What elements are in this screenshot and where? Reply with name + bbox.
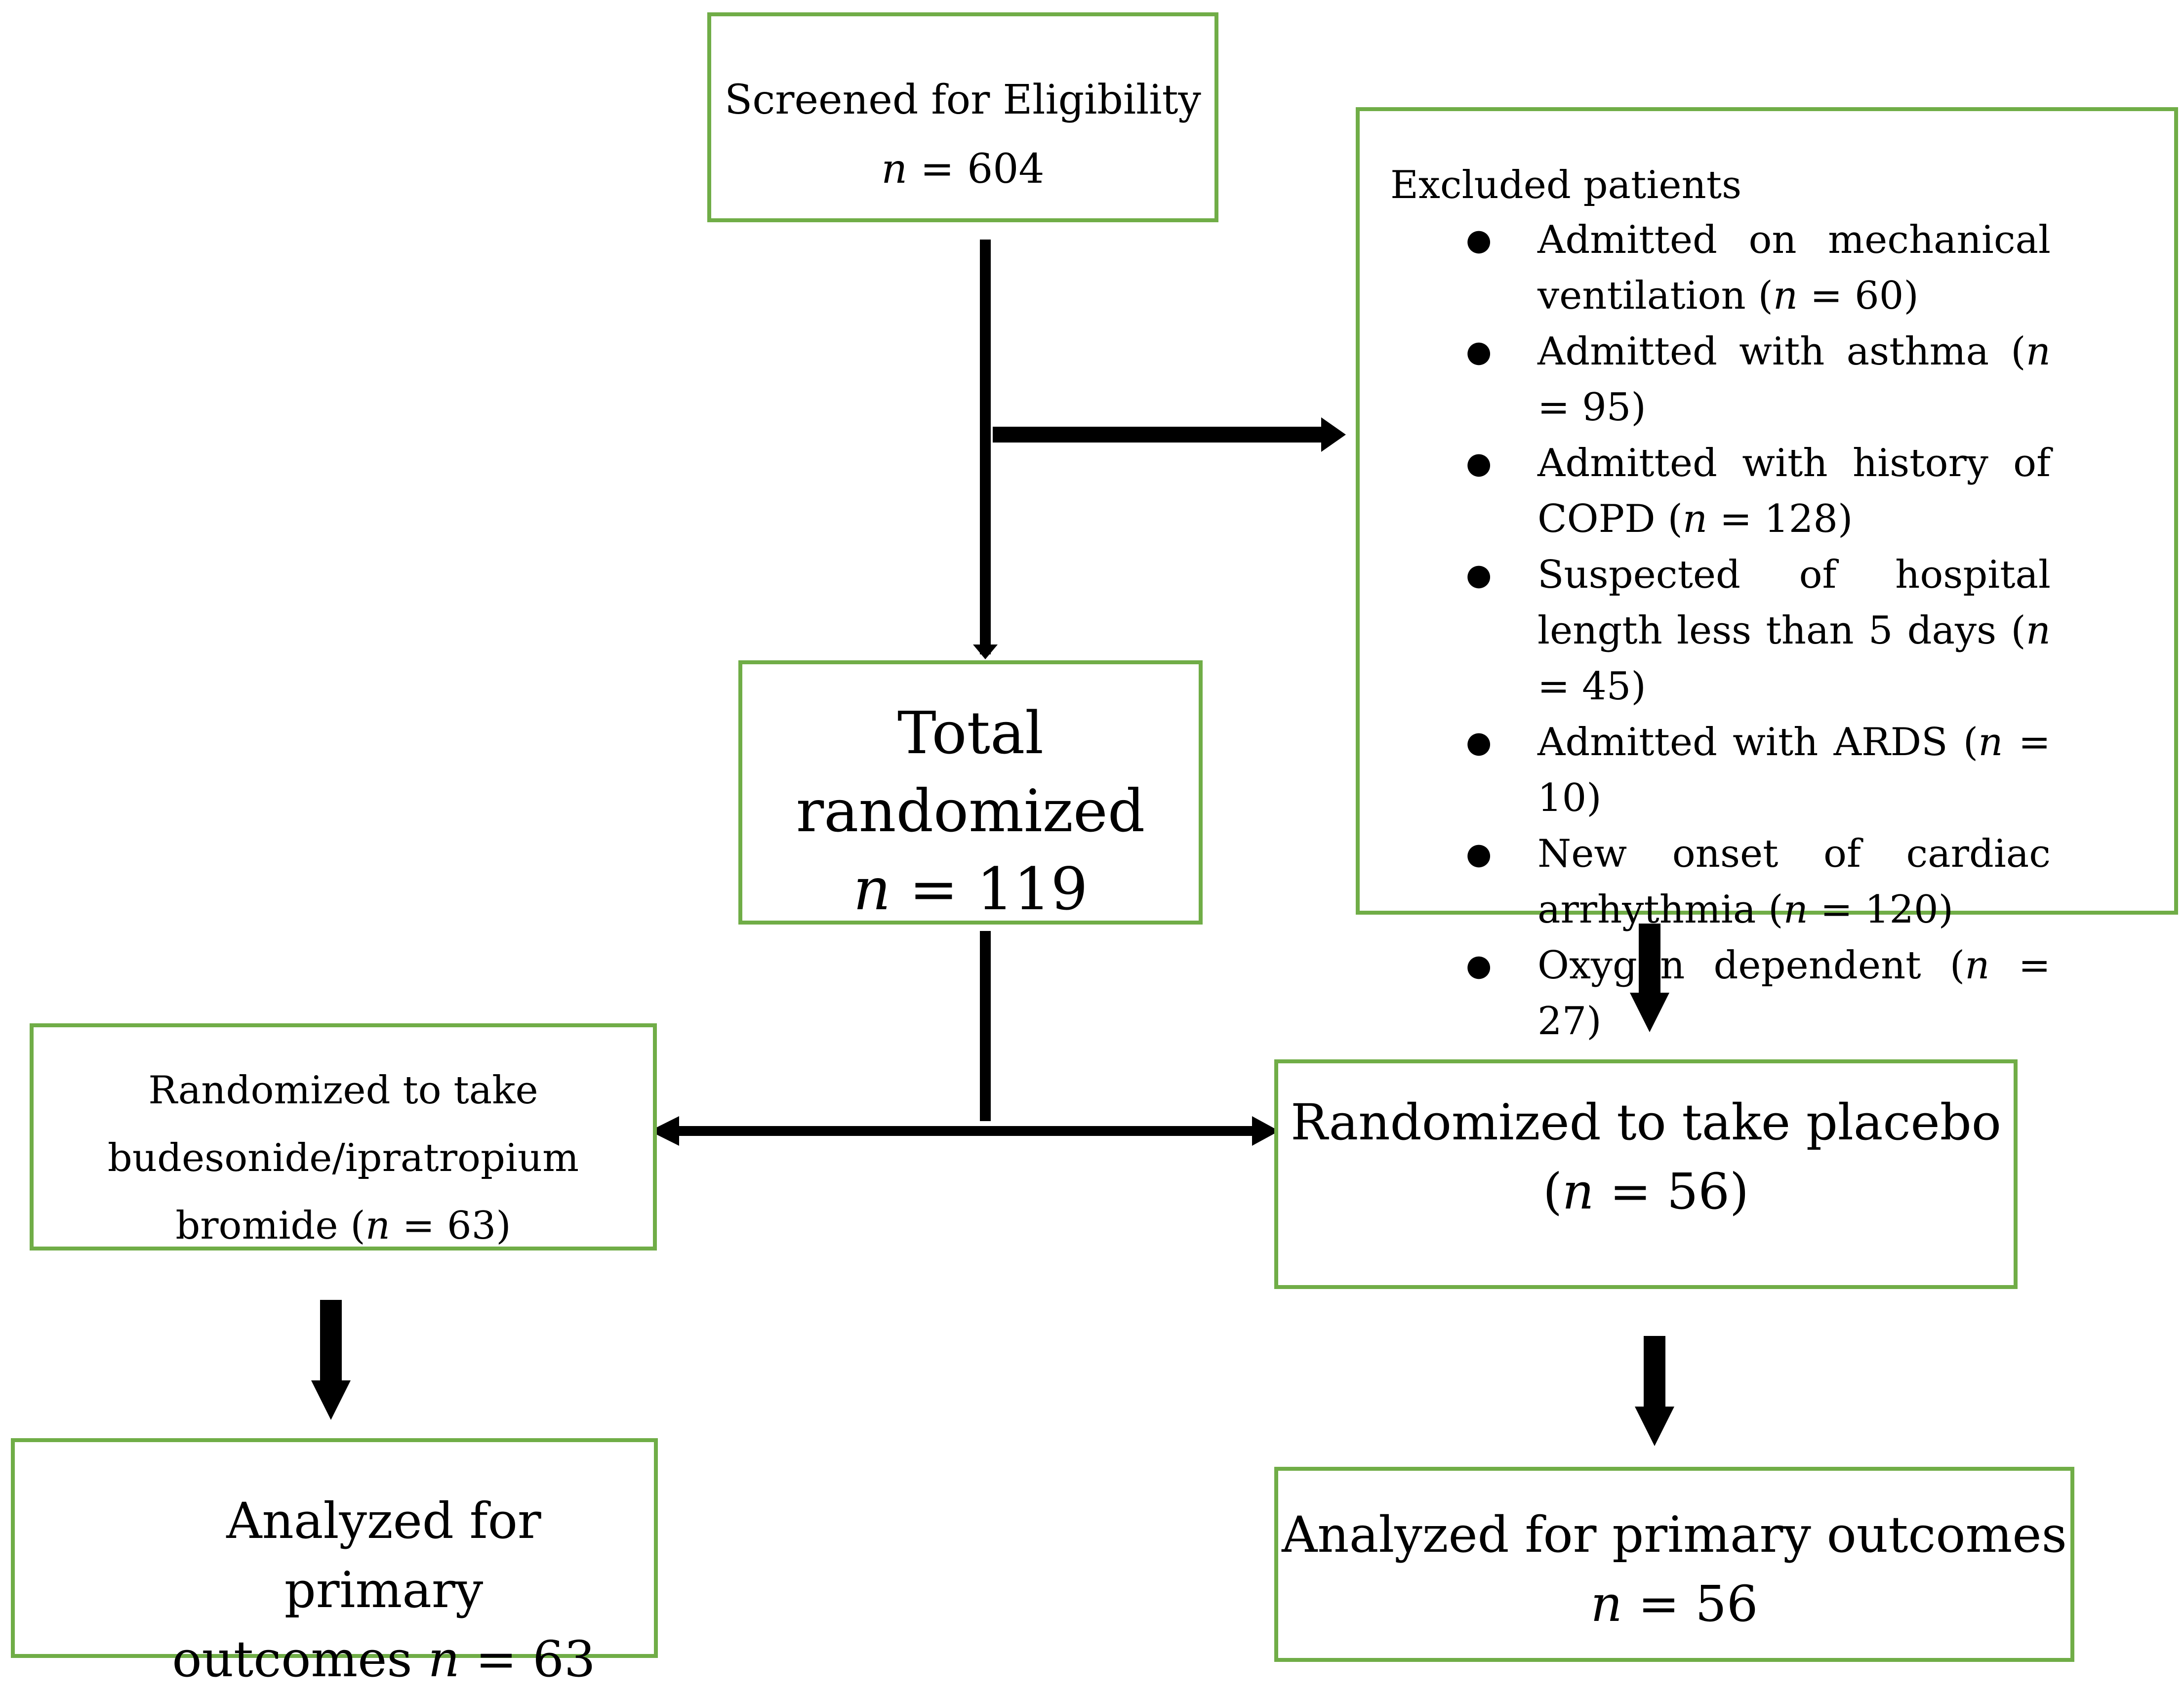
total-n-value: = 119 <box>890 855 1088 923</box>
bullet-icon: ● <box>1466 558 1492 592</box>
total-line2: randomized <box>796 777 1145 845</box>
excluded-item: ●New onset of cardiac arrhythmia (n = 12… <box>1360 826 2174 938</box>
screened-label: Screened for Eligibility <box>725 77 1201 123</box>
placebo-box: Randomized to take placebo (n = 56) <box>1274 1059 2018 1289</box>
budesonide-box: Randomized to take budesonide/ipratropiu… <box>30 1023 657 1250</box>
analyzed-left-box: Analyzed for primary outcomes n = 63 <box>11 1438 658 1688</box>
arrowhead-excluded <box>1321 417 1346 452</box>
bullet-icon: ● <box>1466 725 1492 760</box>
screened-box: Screened for Eligibility n = 604 <box>707 12 1218 222</box>
analyzed-right-line1: Analyzed for primary outcomes <box>1282 1506 2067 1564</box>
total-n-symbol: n <box>853 855 891 923</box>
total-line1: Total <box>897 699 1044 767</box>
budesonide-line2: budesonide/ipratropium <box>107 1136 579 1180</box>
excluded-item: ●Suspected of hospital length less than … <box>1360 547 2174 715</box>
excluded-item: ●Admitted with history of COPD (n = 128) <box>1360 436 2174 547</box>
arrowhead-total <box>973 645 998 659</box>
bullet-icon: ● <box>1466 446 1492 481</box>
arrowhead-placebo <box>1252 1116 1279 1146</box>
excluded-title: Excluded patients <box>1390 163 1742 207</box>
excluded-item: ●Admitted with ARDS (n = 10) <box>1360 715 2174 826</box>
analyzed-left-line1: Analyzed for primary <box>226 1492 541 1619</box>
total-randomized-box: Total randomized n = 119 <box>738 660 1203 925</box>
arrow-placebo-to-analyzed <box>1644 1336 1665 1410</box>
analyzed-right-box: Analyzed for primary outcomes n = 56 <box>1274 1467 2074 1662</box>
excluded-item: ●Admitted on mechanical ventilation (n =… <box>1360 212 2174 324</box>
arrowhead-bud <box>649 1116 679 1146</box>
screened-n-value: = 604 <box>920 146 1045 193</box>
excluded-item: ●Oxygen dependent (n = 27) <box>1360 938 2174 1049</box>
bullet-icon: ● <box>1466 948 1492 983</box>
excluded-box: Excluded patients ●Admitted on mechanica… <box>1356 107 2178 1044</box>
screened-n-symbol: n <box>881 146 908 193</box>
bullet-icon: ● <box>1466 334 1492 369</box>
budesonide-line1: Randomized to take <box>148 1068 538 1113</box>
bullet-icon: ● <box>1466 837 1492 871</box>
arrow-bud-to-analyzed <box>320 1300 342 1384</box>
bullet-icon: ● <box>1466 223 1492 257</box>
placebo-line1: Randomized to take placebo <box>1291 1093 2001 1151</box>
arrow-excluded-to-placebo <box>1639 924 1660 998</box>
excluded-item: ●Admitted with asthma (n = 95) <box>1360 324 2174 436</box>
excluded-list: ●Admitted on mechanical ventilation (n =… <box>1360 212 2174 1049</box>
